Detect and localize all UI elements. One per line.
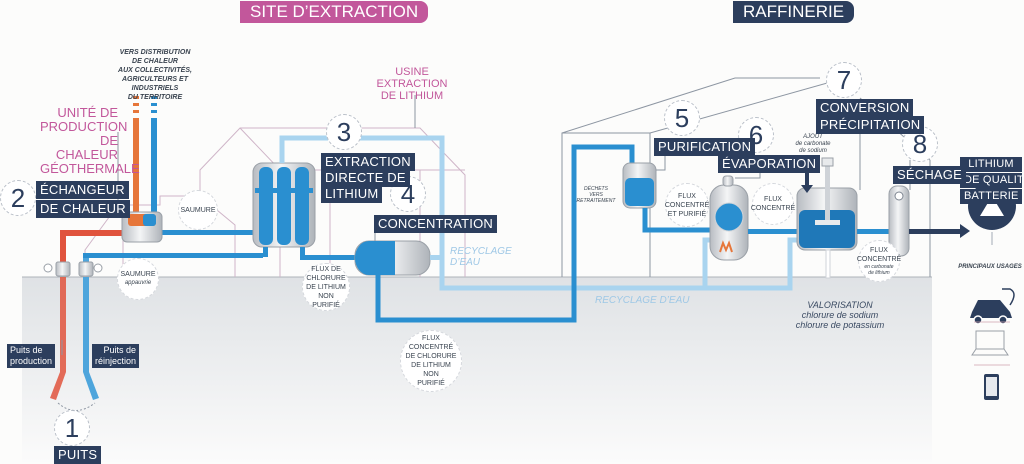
hot-water-pipes	[133, 96, 157, 218]
lithium-carbonate-flux-bubble: FLUX CONCENTRÉ en carbonate de lithium	[857, 240, 901, 282]
extraction-column	[252, 162, 316, 248]
step-7-label-line2: PRÉCIPITATION	[816, 116, 925, 134]
heat-exchanger	[121, 211, 163, 243]
water-recycling-label-1: RECYCLAGE D’EAU	[450, 246, 512, 268]
valorisation-note: VALORISATION chlorure de sodium chlorure…	[795, 300, 885, 330]
geothermal-unit-label: UNITÉ DE PRODUCTION DE CHALEUR GÉOTHERMA…	[40, 105, 140, 176]
car-icon	[970, 288, 1015, 325]
step-6-label: ÉVAPORATION	[718, 155, 821, 173]
step-2-number: 2	[0, 180, 36, 216]
laptop-icon	[971, 330, 1009, 356]
refinery-header: RAFFINERIE	[733, 1, 855, 23]
brine-pipe	[162, 230, 257, 235]
waste-note: DÉCHETS VERS RETRAITEMENT	[576, 186, 616, 204]
purified-flux-bubble: FLUX CONCENTRÉ ET PURIFIÉ	[665, 183, 709, 227]
concentrated-chloride-flux-bubble: FLUX CONCENTRÉ DE CHLORURE DE LITHIUM NO…	[400, 330, 462, 392]
step-1-label: PUITS	[54, 446, 102, 464]
step-3-number: 3	[326, 114, 362, 150]
production-pipe	[50, 230, 128, 400]
water-recycling-label-2: RECYCLAGE D’EAU	[595, 295, 690, 306]
step-3-label-line1: EXTRACTION	[321, 153, 415, 171]
step-4-label: CONCENTRATION	[374, 215, 498, 233]
refinery-outline	[561, 77, 931, 277]
production-well-label: Puits de production	[7, 344, 56, 368]
brine-bubble: SAUMURE	[178, 190, 218, 230]
concentration-tank	[354, 240, 431, 276]
step-7-number: 7	[826, 62, 862, 98]
step-1-number: 1	[54, 410, 90, 446]
lithium-chloride-flux-bubble: FLUX DE CHLORURE DE LITHIUM NON PURIFIÉ	[302, 263, 350, 311]
dryer	[888, 185, 910, 257]
step-8-label: SÉCHAGE	[893, 166, 966, 184]
step-7-label-line1: CONVERSION	[816, 99, 914, 117]
depleted-brine-bubble: SAUMURE appauvrie	[117, 258, 159, 300]
production-valve	[55, 261, 71, 277]
concentrated-flux-bubble: FLUX CONCENTRÉ	[751, 183, 795, 225]
step-2-label-line1: ÉCHANGEUR	[36, 181, 129, 199]
evaporator	[709, 175, 749, 261]
step-5-number: 5	[664, 100, 700, 136]
step-2-label-line2: DE CHALEUR	[36, 200, 130, 218]
step-3-label-line2: DIRECTE DE	[321, 169, 410, 187]
final-product-label: LITHIUM DE QUALITÉ BATTERIE	[960, 157, 1024, 204]
ground	[22, 277, 932, 462]
heat-distribution-note: VERS DISTRIBUTION DE CHALEUR AUX COLLECT…	[118, 49, 192, 101]
purification-vessel	[622, 162, 657, 209]
smartphone-icon	[984, 374, 999, 400]
extraction-site-header: SITE D’EXTRACTION	[240, 1, 429, 23]
sodium-carbonate-note: AJOUT de carbonate de sodium	[795, 134, 831, 154]
precipitation-reactor	[796, 157, 858, 251]
reinjection-valve	[78, 261, 94, 277]
reinjection-well-label: Puits de réinjection	[92, 344, 140, 368]
main-uses-label: PRINCIPAUX USAGES	[958, 264, 1022, 270]
step-3-label-line3: LITHIUM	[321, 185, 383, 203]
step-5-label: PURIFICATION	[654, 138, 756, 156]
lithium-plant-label: USINE EXTRACTION DE LITHIUM	[376, 66, 448, 102]
